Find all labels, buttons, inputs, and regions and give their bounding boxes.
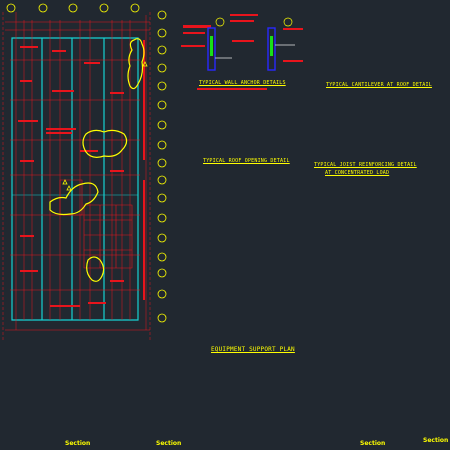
label-cantilever: TYPICAL CANTILEVER AT ROOF DETAIL xyxy=(326,82,432,88)
equipment-grid xyxy=(59,179,133,269)
revision-clouds xyxy=(49,38,145,282)
section-label-2: Section xyxy=(156,440,182,447)
plan-annotations xyxy=(18,40,145,307)
wall-anchor-details[interactable] xyxy=(181,14,303,71)
label-equipment-plan: EQUIPMENT SUPPORT PLAN xyxy=(211,346,295,353)
floor-plan[interactable] xyxy=(2,3,167,340)
label-joist-reinforcing-2: AT CONCENTRATED LOAD xyxy=(325,170,390,176)
section-label-4: Section xyxy=(423,437,449,444)
section-label-1: Section xyxy=(65,440,91,447)
grid-bubbles-top xyxy=(6,3,140,13)
label-joist-reinforcing: TYPICAL JOIST REINFORCING DETAIL xyxy=(314,162,417,168)
label-wall-anchor-sub xyxy=(197,88,267,90)
section-label-3: Section xyxy=(360,440,386,447)
warning-triangles xyxy=(62,61,148,191)
wall-outline xyxy=(11,37,139,321)
grid-bubbles-right xyxy=(157,10,167,323)
label-roof-opening: TYPICAL ROOF OPENING DETAIL xyxy=(203,158,290,164)
label-wall-anchor: TYPICAL WALL ANCHOR DETAILS xyxy=(199,80,286,86)
